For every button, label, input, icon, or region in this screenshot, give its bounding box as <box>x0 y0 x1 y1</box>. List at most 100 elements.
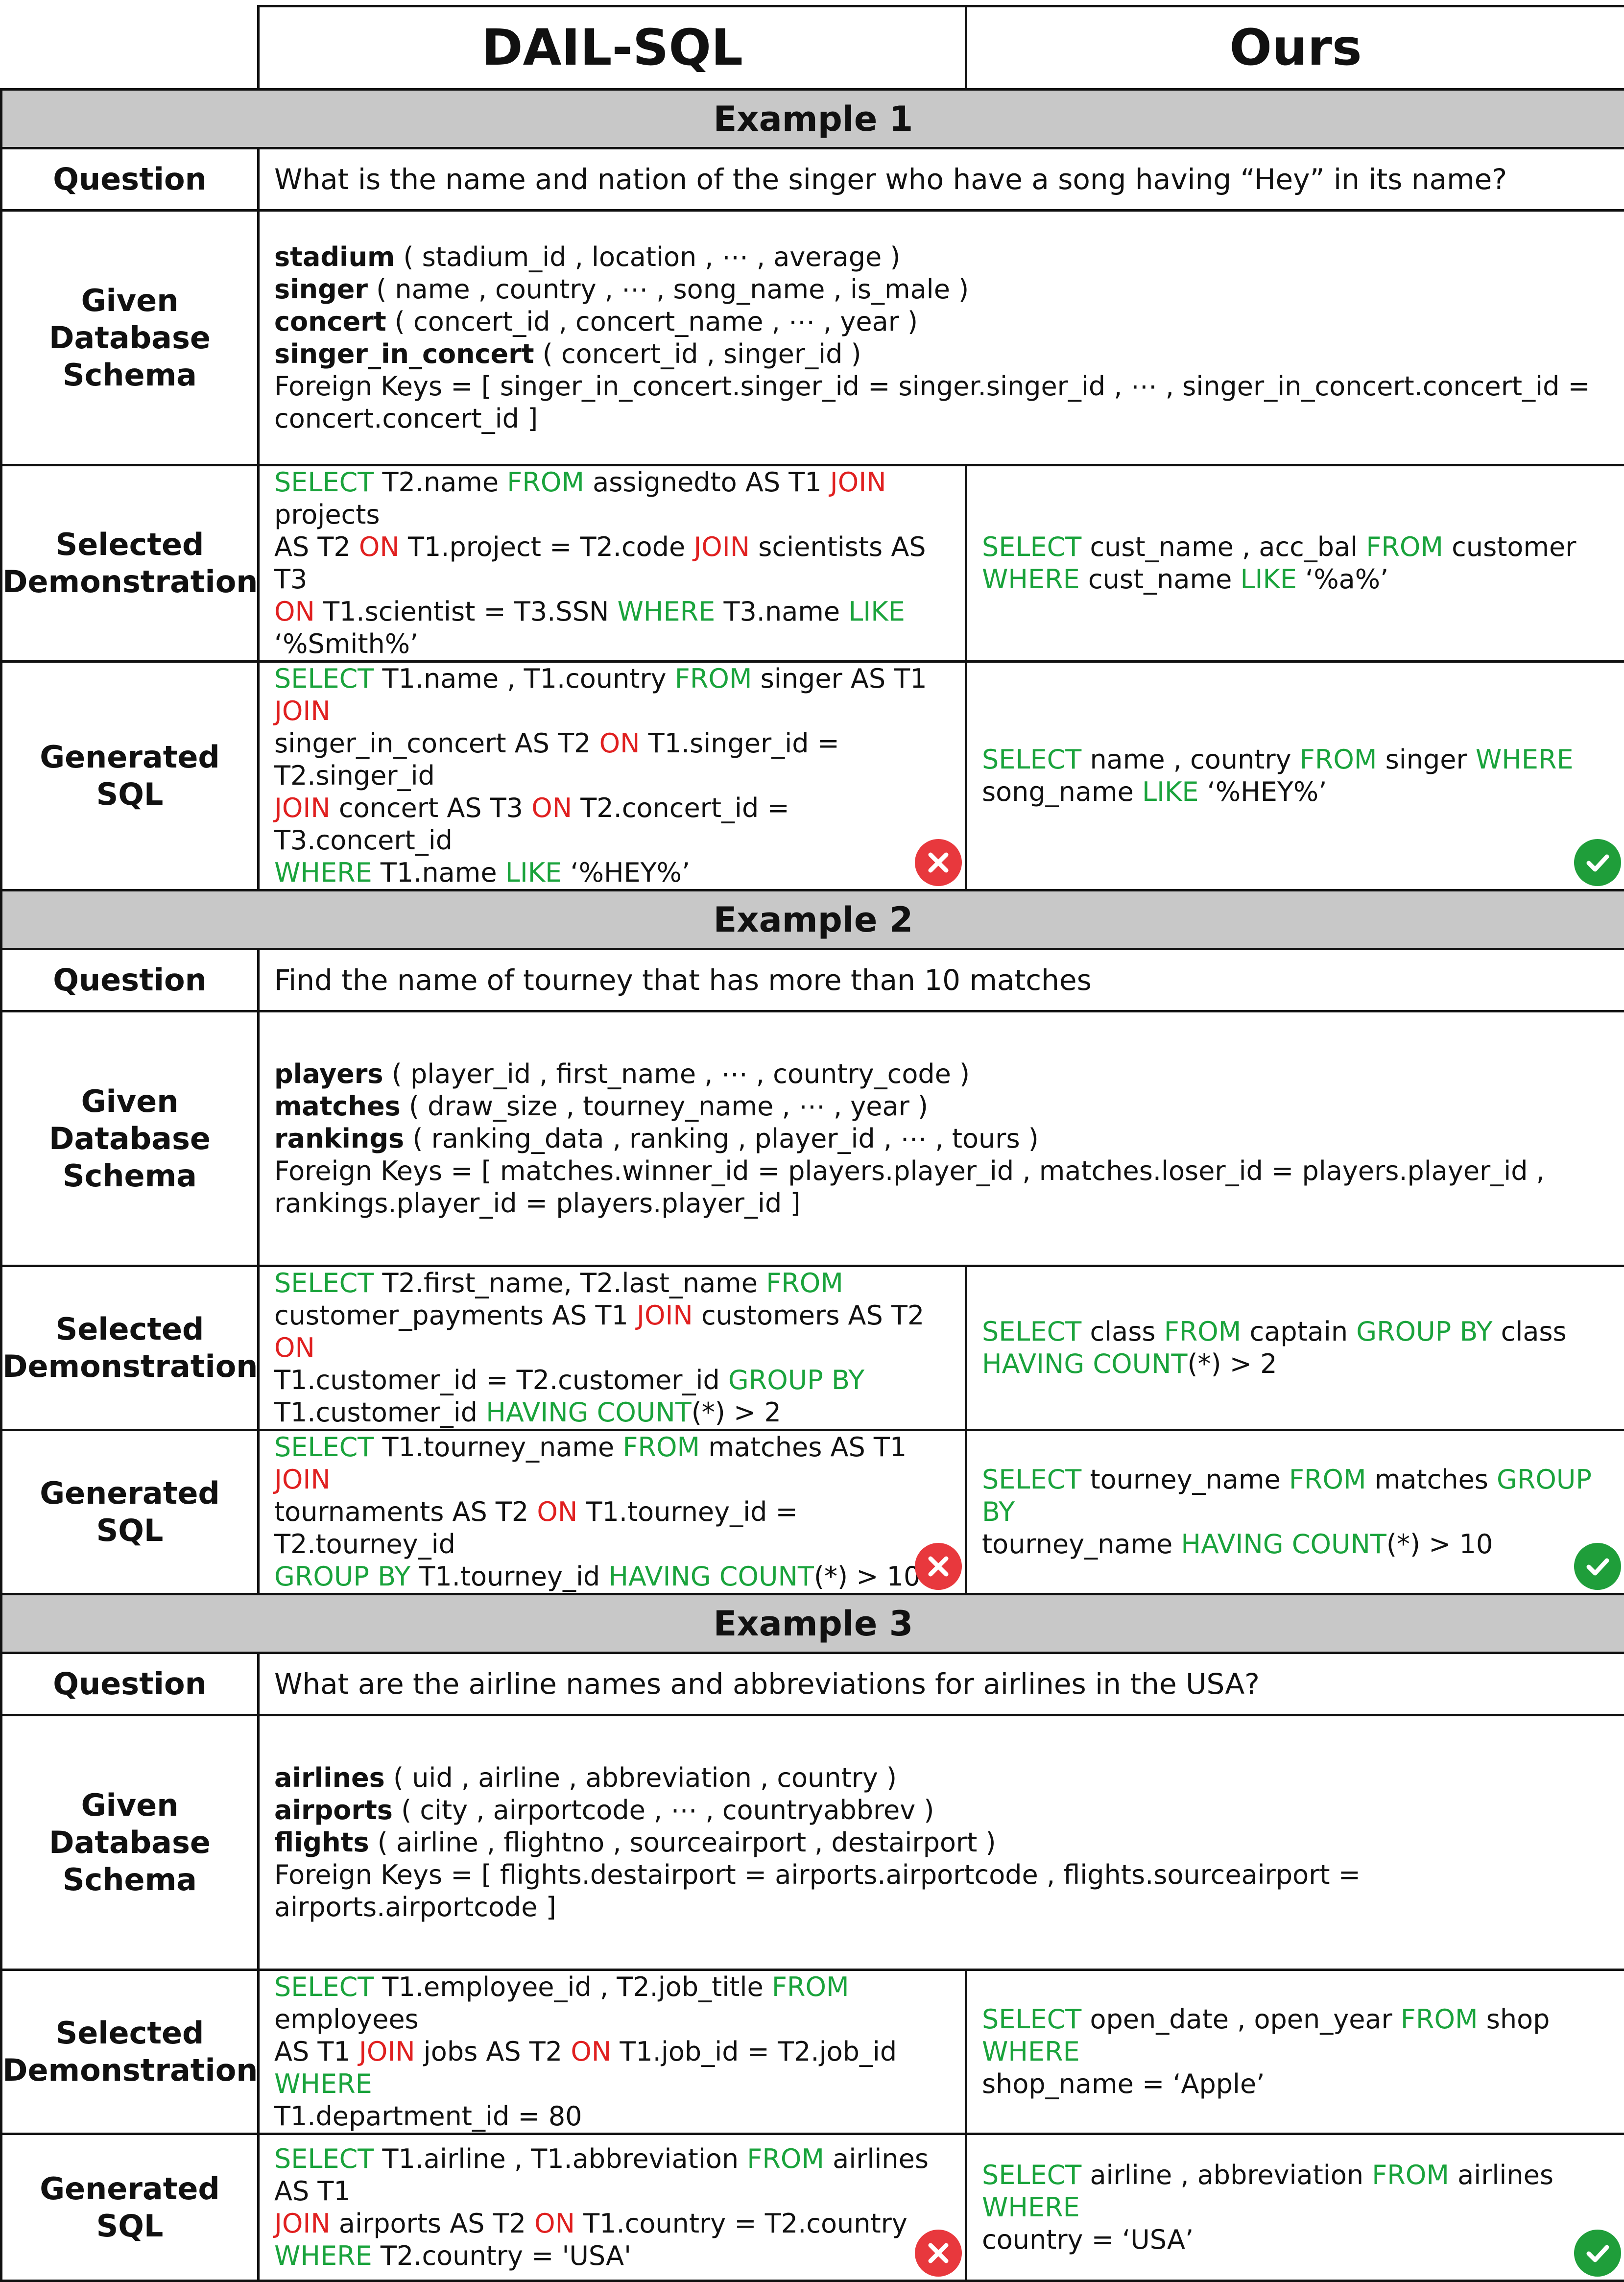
table-name: rankings <box>274 1123 404 1154</box>
schema-text: Foreign Keys = [ matches.winner_id = pla… <box>274 1155 1545 1186</box>
dail-demonstration-sql: SELECT T2.name FROM assignedto AS T1 JOI… <box>259 465 966 662</box>
sql-keyword: WHERE <box>982 2192 1080 2223</box>
sql-text: T1.name , T1.country <box>374 663 675 694</box>
sql-join-keyword: JOIN <box>637 1300 693 1331</box>
sql-line: tourney_name HAVING COUNT(*) > 10 <box>982 1528 1609 1561</box>
generated-sql-label-text: Generated SQL <box>2 1475 257 1549</box>
sql-keyword: FROM <box>1289 1464 1366 1495</box>
sql-join-keyword: JOIN <box>274 793 331 823</box>
sql-line: tournaments AS T2 ON T1.tourney_id = T2.… <box>274 1496 950 1561</box>
schema-text: ( airline , flightno , sourceairport , d… <box>369 1827 996 1858</box>
schema-text: ( name , country , ⋯ , song_name , is_ma… <box>368 274 969 305</box>
sql-keyword: FROM <box>766 1268 843 1298</box>
schema-line: singer ( name , country , ⋯ , song_name … <box>274 273 1609 306</box>
dail-generated-sql: SELECT T1.name , T1.country FROM singer … <box>259 662 966 890</box>
selected-demonstration-label-line: Selected <box>2 526 257 563</box>
sql-text: cust_name <box>1080 564 1241 595</box>
schema-label-line: Given <box>2 1787 257 1824</box>
sql-text: AS T1 <box>274 2036 359 2067</box>
schema-line: players ( player_id , first_name , ⋯ , c… <box>274 1058 1609 1090</box>
sql-keyword: GROUP BY <box>728 1365 864 1395</box>
schema-text: Foreign Keys = [ flights.destairport = a… <box>274 1859 1361 1922</box>
schema-label-line: Database <box>2 1824 257 1861</box>
schema-label-line: Schema <box>2 357 257 394</box>
schema-label-line: Given <box>2 282 257 319</box>
sql-text: assignedto AS T1 <box>584 467 830 498</box>
sql-text: shop <box>1478 2004 1550 2035</box>
check-circle-icon <box>1574 1543 1621 1590</box>
sql-keyword: GROUP BY <box>1356 1316 1492 1347</box>
schema-content: stadium ( stadium_id , location , ⋯ , av… <box>259 211 1624 465</box>
sql-text: airports AS T2 <box>331 2208 534 2239</box>
question-label-text: Question <box>2 1665 257 1703</box>
schema-text: ( ranking_data , ranking , player_id , ⋯… <box>404 1123 1039 1154</box>
sql-text: T2.country = 'USA' <box>372 2240 631 2271</box>
sql-text: name , country <box>1081 744 1299 775</box>
selected-demonstration-label-line: Demonstration <box>2 2052 257 2089</box>
ours-demonstration-sql: SELECT open_date , open_year FROM shop W… <box>966 1970 1624 2134</box>
sql-line: SELECT name , country FROM singer WHERE <box>982 744 1609 776</box>
sql-text: open_date , open_year <box>1081 2004 1401 2035</box>
sql-text: ‘%a%’ <box>1297 564 1388 595</box>
table-name: players <box>274 1058 383 1089</box>
sql-line: SELECT tourney_name FROM matches GROUP B… <box>982 1464 1609 1528</box>
sql-text: T1.customer_id = T2.customer_id <box>274 1365 728 1395</box>
sql-text: T1.job_id = T2.job_id <box>611 2036 897 2067</box>
sql-keyword: SELECT <box>274 1971 374 2002</box>
sql-keyword: SELECT <box>982 1316 1081 1347</box>
sql-keyword: SELECT <box>274 663 374 694</box>
sql-keyword: LIKE <box>1142 776 1199 807</box>
table-name: airlines <box>274 1762 385 1793</box>
generated-sql-label: Generated SQL <box>1 2134 259 2281</box>
sql-text: class <box>1492 1316 1566 1347</box>
corner-cell <box>1 6 259 90</box>
example-title: Example 2 <box>1 890 1624 949</box>
schema-line: concert ( concert_id , concert_name , ⋯ … <box>274 306 1609 338</box>
sql-line: singer_in_concert AS T2 ON T1.singer_id … <box>274 727 950 792</box>
sql-text: T1.airline , T1.abbreviation <box>374 2143 747 2174</box>
sql-text: T1.country = T2.country <box>575 2208 908 2239</box>
sql-keyword: SELECT <box>982 2160 1081 2190</box>
sql-line: SELECT T1.tourney_name FROM matches AS T… <box>274 1431 950 1496</box>
sql-text: AS T2 <box>274 531 359 562</box>
sql-keyword: FROM <box>622 1432 700 1463</box>
generated-sql-row: Generated SQL SELECT T1.tourney_name FROM… <box>1 1430 1624 1594</box>
sql-keyword: WHERE <box>274 2068 372 2099</box>
sql-line: shop_name = ‘Apple’ <box>982 2068 1609 2100</box>
sql-keyword: FROM <box>507 467 584 498</box>
sql-text: T1.scientist = T3.SSN <box>315 596 618 627</box>
sql-join-keyword: ON <box>537 1496 577 1527</box>
sql-keyword: HAVING COUNT <box>982 1348 1187 1379</box>
sql-text: T1.name <box>372 857 505 888</box>
sql-text: matches AS T1 <box>700 1432 907 1463</box>
sql-text: tournaments AS T2 <box>274 1496 537 1527</box>
example-title: Example 1 <box>1 90 1624 148</box>
question-text: Find the name of tourney that has more t… <box>259 949 1624 1011</box>
sql-text: projects <box>274 499 380 530</box>
sql-keyword: SELECT <box>274 1268 374 1298</box>
sql-line: SELECT T1.airline , T1.abbreviation FROM… <box>274 2143 950 2208</box>
sql-keyword: HAVING COUNT <box>486 1397 691 1428</box>
table-name: stadium <box>274 241 395 272</box>
schema-content: airlines ( uid , airline , abbreviation … <box>259 1715 1624 1970</box>
table-name: singer_in_concert <box>274 338 534 369</box>
sql-join-keyword: JOIN <box>830 467 886 498</box>
sql-line: ‘%Smith%’ <box>274 628 950 660</box>
sql-line: T1.customer_id = T2.customer_id GROUP BY <box>274 1364 950 1396</box>
table-name: airports <box>274 1795 393 1826</box>
schema-text: rankings.player_id = players.player_id ] <box>274 1188 801 1219</box>
sql-text: singer AS T1 <box>752 663 927 694</box>
sql-keyword: LIKE <box>505 857 562 888</box>
selected-demonstration-label-line: Selected <box>2 2015 257 2052</box>
sql-text: employees <box>274 2004 419 2035</box>
table-name: singer <box>274 274 368 305</box>
